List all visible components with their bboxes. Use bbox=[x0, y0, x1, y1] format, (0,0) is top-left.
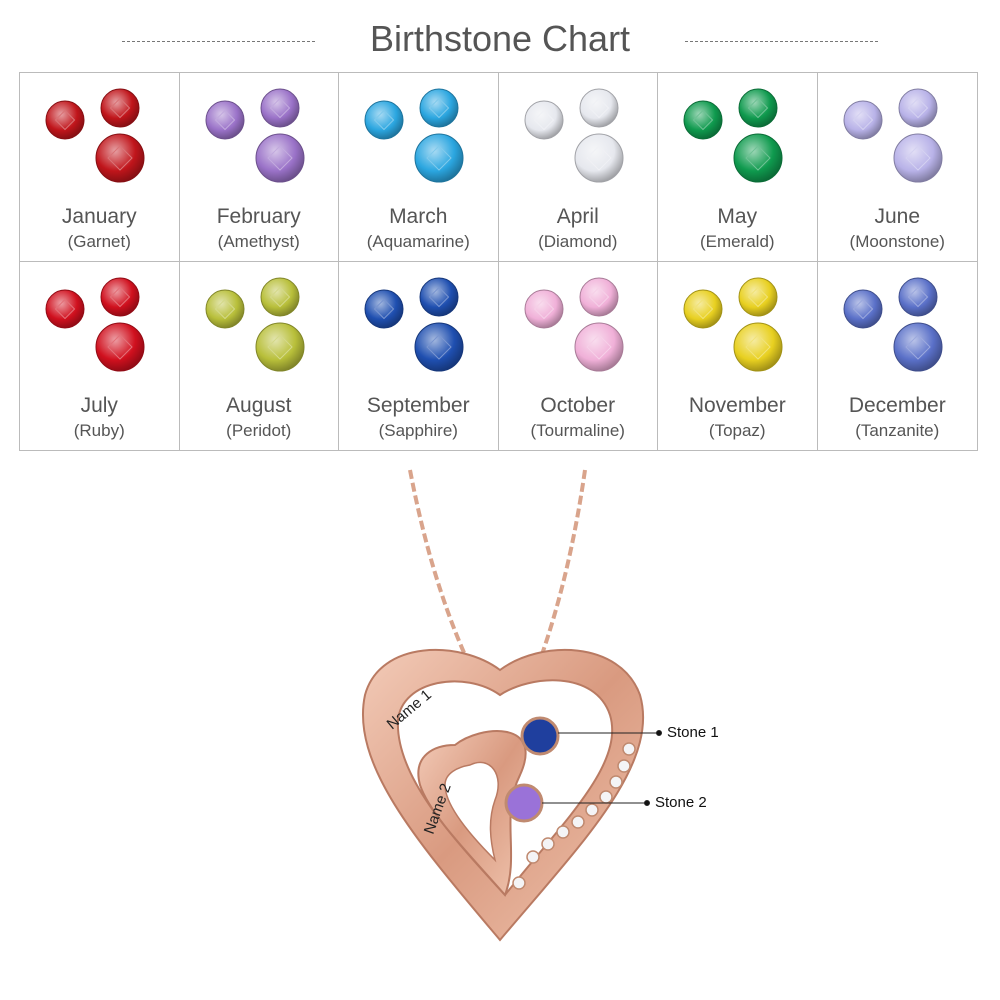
month-label: December bbox=[848, 393, 946, 417]
gem-3 bbox=[893, 133, 942, 183]
month-label: May bbox=[717, 205, 758, 228]
birthstone-cell-august: August (Peridot) bbox=[180, 261, 339, 450]
birthstone-cell-may: May (Emerald) bbox=[658, 73, 818, 262]
month-label: March bbox=[389, 205, 448, 228]
month-label: June bbox=[874, 205, 921, 228]
birthstone-cell-september: September (Sapphire) bbox=[339, 261, 499, 450]
stone-label: (Aquamarine) bbox=[366, 232, 470, 251]
chain bbox=[408, 469, 587, 661]
necklace-image: Name 1 Name 2 bbox=[362, 469, 662, 942]
stone-label: (Amethyst) bbox=[217, 232, 300, 251]
gem-2 bbox=[738, 277, 778, 316]
gem-2 bbox=[898, 277, 937, 316]
gem-3 bbox=[574, 322, 623, 371]
gem-3 bbox=[733, 322, 783, 371]
gem-3 bbox=[255, 322, 304, 371]
birthstone-cell-april: April (Diamond) bbox=[498, 73, 658, 262]
gemstones-image bbox=[843, 277, 942, 371]
gemstones-image bbox=[364, 88, 464, 183]
gem-1 bbox=[683, 289, 723, 328]
gem-1 bbox=[364, 100, 404, 140]
gem-2 bbox=[579, 277, 618, 316]
birthstone-cell-february: February (Amethyst) bbox=[179, 73, 339, 262]
stone-label: (Diamond) bbox=[538, 232, 618, 251]
stone-label: (Tanzanite) bbox=[855, 420, 940, 440]
gem-2 bbox=[419, 277, 459, 316]
gem-2 bbox=[579, 88, 618, 128]
gem-1 bbox=[45, 100, 85, 140]
gem-3 bbox=[893, 322, 942, 371]
birthstone-cell-october: October (Tourmaline) bbox=[499, 261, 658, 450]
gem-3 bbox=[414, 322, 464, 371]
divider-right bbox=[685, 41, 878, 42]
gemstones-image bbox=[364, 277, 464, 371]
gem-1 bbox=[524, 100, 563, 140]
birthstone-grid: January (Garnet) February (Amethyst) March… bbox=[19, 72, 978, 451]
month-label: February bbox=[216, 205, 301, 228]
stone-label: (Ruby) bbox=[73, 420, 125, 440]
stone-2 bbox=[504, 783, 544, 823]
month-label: October bbox=[540, 393, 616, 417]
month-label: July bbox=[80, 393, 118, 417]
gemstones-image bbox=[683, 277, 783, 371]
gem-3 bbox=[414, 133, 464, 183]
gemstones-image bbox=[205, 277, 304, 371]
month-label: January bbox=[61, 205, 137, 228]
gem-2 bbox=[419, 88, 459, 128]
gemstones-image bbox=[45, 88, 145, 183]
gem-1 bbox=[205, 289, 244, 328]
month-label: November bbox=[688, 393, 786, 417]
month-label: September bbox=[366, 393, 470, 417]
stone-1-label: Stone 1 bbox=[667, 724, 719, 741]
stone-label: (Topaz) bbox=[708, 420, 766, 440]
stone-label: (Garnet) bbox=[67, 232, 131, 251]
gemstones-image bbox=[683, 88, 783, 183]
gem-3 bbox=[95, 133, 145, 183]
birthstone-cell-july: July (Ruby) bbox=[20, 261, 180, 450]
gem-2 bbox=[738, 88, 778, 128]
gem-1 bbox=[524, 289, 563, 328]
birthstone-cell-december: December (Tanzanite) bbox=[818, 262, 978, 451]
gem-2 bbox=[260, 88, 299, 128]
gem-3 bbox=[255, 133, 304, 183]
gemstones-image bbox=[843, 88, 942, 183]
stone-label: (Emerald) bbox=[699, 232, 775, 251]
month-label: April bbox=[556, 205, 599, 228]
gem-3 bbox=[95, 322, 145, 371]
gem-1 bbox=[843, 100, 882, 140]
gem-1 bbox=[843, 289, 882, 328]
birthstone-cell-january: January (Garnet) bbox=[20, 73, 180, 262]
gem-1 bbox=[683, 100, 723, 140]
gemstones-image bbox=[524, 277, 623, 371]
gem-2 bbox=[100, 277, 140, 316]
gem-2 bbox=[100, 88, 140, 128]
gemstones-image bbox=[205, 88, 304, 183]
gem-1 bbox=[364, 289, 404, 328]
gemstones-image bbox=[45, 277, 145, 371]
stone-label: (Sapphire) bbox=[378, 420, 458, 440]
birthstone-cell-june: June (Moonstone) bbox=[817, 73, 977, 262]
gem-1 bbox=[205, 100, 244, 140]
stone-label: (Moonstone) bbox=[849, 232, 945, 251]
stone-label: (Tourmaline) bbox=[530, 420, 625, 440]
gem-3 bbox=[733, 133, 783, 183]
month-label: August bbox=[226, 393, 292, 417]
birthstone-cell-november: November (Topaz) bbox=[658, 261, 818, 450]
gem-2 bbox=[898, 88, 937, 128]
stone-label: (Peridot) bbox=[226, 420, 292, 440]
heart-pendant bbox=[362, 648, 645, 942]
gem-1 bbox=[45, 289, 85, 328]
stone-2-label: Stone 2 bbox=[655, 794, 707, 811]
stone-1 bbox=[520, 716, 560, 756]
gemstones-image bbox=[524, 88, 623, 183]
gem-2 bbox=[260, 277, 299, 316]
divider-left bbox=[122, 41, 315, 42]
gem-3 bbox=[574, 133, 623, 183]
birthstone-cell-march: March (Aquamarine) bbox=[339, 73, 499, 262]
chart-title: Birthstone Chart bbox=[369, 18, 631, 59]
